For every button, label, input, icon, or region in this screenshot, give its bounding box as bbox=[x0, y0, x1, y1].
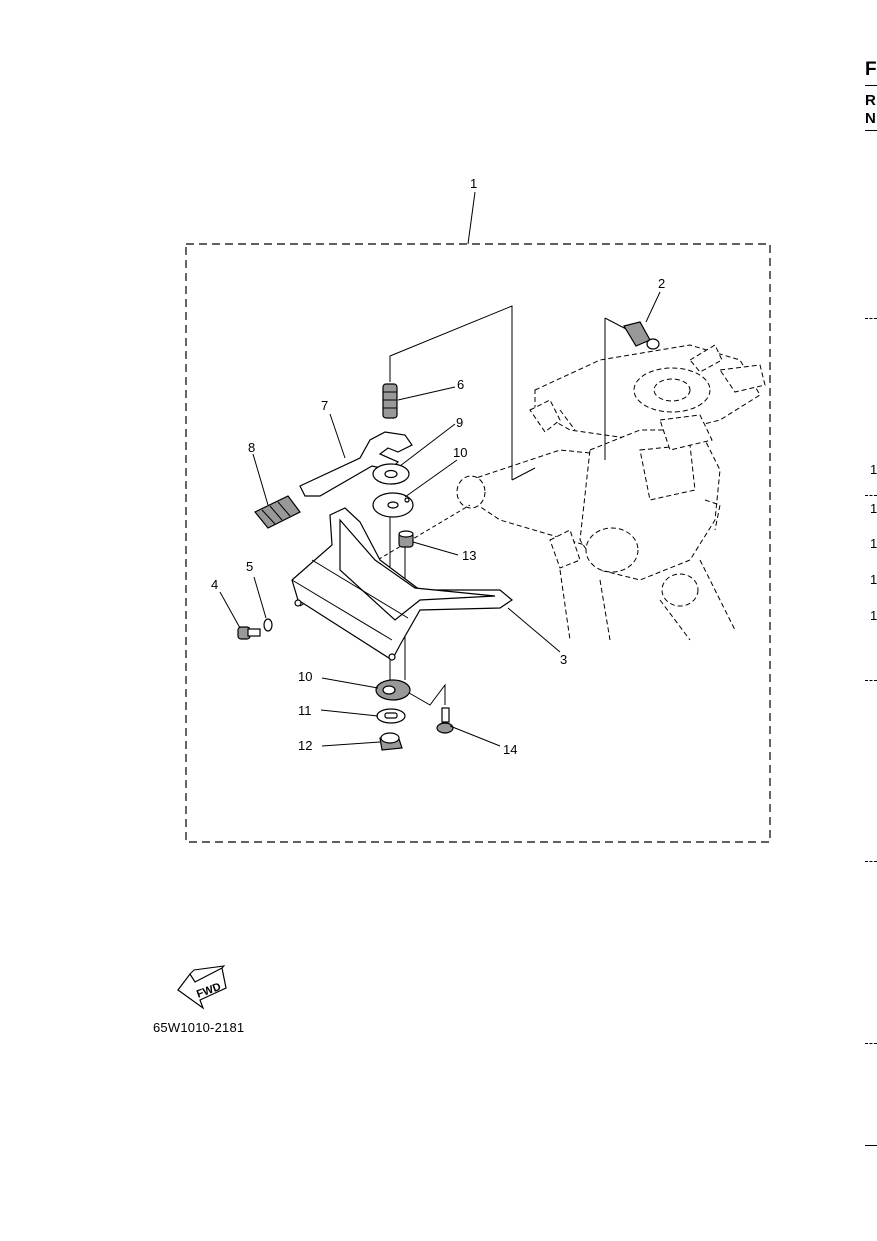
right-edge-dash-5 bbox=[865, 1043, 877, 1044]
right-edge-letter-r: R bbox=[865, 92, 876, 109]
bolt-4 bbox=[237, 626, 261, 640]
callout-12: 12 bbox=[298, 738, 312, 753]
callout-8: 8 bbox=[248, 440, 255, 455]
fwd-arrow-icon: FWD bbox=[177, 965, 227, 1010]
right-edge-dash-2 bbox=[865, 495, 877, 496]
nut bbox=[379, 732, 403, 751]
assembly-lines bbox=[299, 305, 629, 706]
washer-plate-slot bbox=[384, 712, 398, 719]
rubber-grip bbox=[254, 495, 301, 529]
callout-11: 11 bbox=[298, 703, 312, 718]
callout-10: 10 bbox=[453, 445, 467, 460]
spring-washer bbox=[263, 618, 273, 632]
callout-9: 9 bbox=[456, 415, 463, 430]
right-edge-num-5: 1 bbox=[870, 608, 877, 623]
kit-boundary-box bbox=[185, 243, 771, 843]
grease-nipple bbox=[623, 321, 660, 350]
right-edge-letter-n: N bbox=[865, 110, 876, 127]
callout-2: 2 bbox=[658, 276, 665, 291]
washer-9-hole bbox=[384, 469, 398, 479]
screw bbox=[436, 707, 454, 734]
callout-10-lower: 10 bbox=[298, 669, 312, 684]
callout-3: 3 bbox=[560, 652, 567, 667]
right-edge-num-2: 1 bbox=[870, 501, 877, 516]
spanner-lever bbox=[299, 431, 413, 497]
callout-4: 4 bbox=[211, 577, 218, 592]
right-edge-num-3: 1 bbox=[870, 536, 877, 551]
callout-5: 5 bbox=[246, 559, 253, 574]
collar bbox=[398, 530, 414, 548]
drawing-code: 65W1010-2181 bbox=[153, 1020, 245, 1035]
callout-1: 1 bbox=[470, 176, 477, 191]
bracket bbox=[291, 507, 514, 661]
right-edge-rule-2 bbox=[865, 130, 877, 131]
washer-10-lower-hole bbox=[382, 685, 396, 695]
callout-14: 14 bbox=[503, 742, 517, 757]
callout-7: 7 bbox=[321, 398, 328, 413]
right-edge-num-1: 1 bbox=[870, 462, 877, 477]
right-edge-dash-4 bbox=[865, 861, 877, 862]
engine-clamp-bracket-background bbox=[456, 344, 766, 641]
right-edge-dash-3 bbox=[865, 680, 877, 681]
callout-6: 6 bbox=[457, 377, 464, 392]
plate-10-upper-small-hole bbox=[404, 497, 410, 503]
stud-bolt bbox=[382, 383, 398, 419]
callout-13: 13 bbox=[462, 548, 476, 563]
right-edge-rule-1 bbox=[865, 85, 877, 86]
right-edge-letter-f: F bbox=[865, 59, 877, 80]
leader-lines bbox=[219, 191, 661, 747]
plate-10-upper-hole bbox=[387, 501, 399, 509]
right-edge-num-4: 1 bbox=[870, 572, 877, 587]
right-edge-dash-1 bbox=[865, 318, 877, 319]
right-edge-rule-3 bbox=[865, 1145, 877, 1146]
